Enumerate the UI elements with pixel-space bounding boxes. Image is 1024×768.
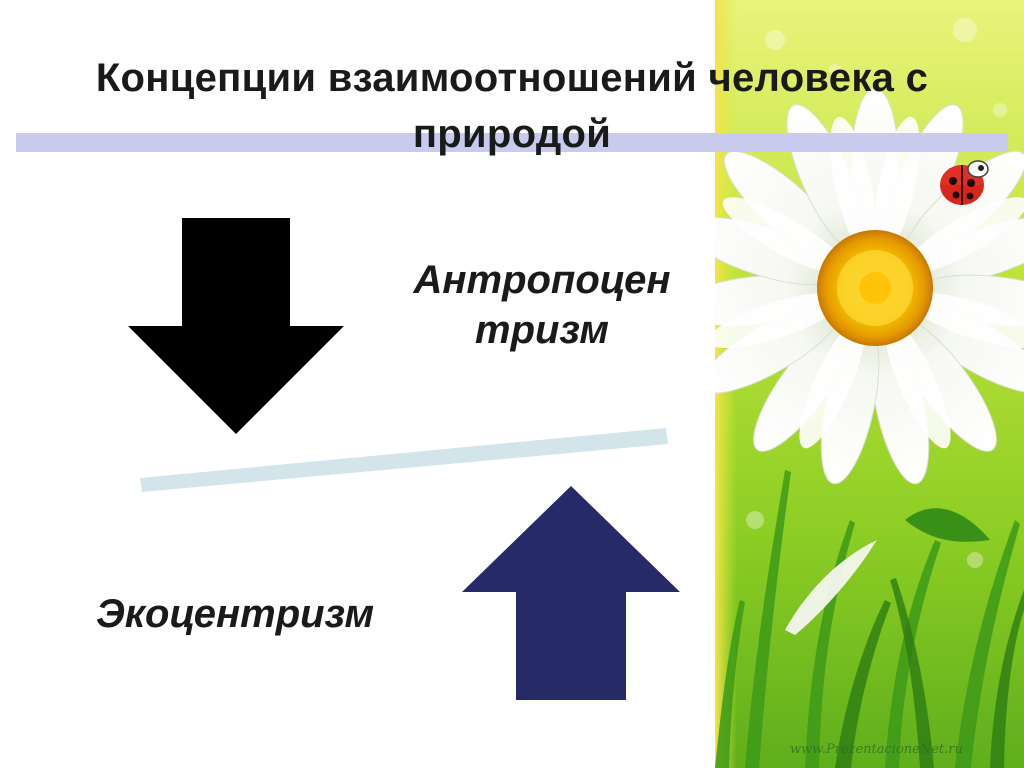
ladybug-icon (940, 160, 989, 205)
ecocentrism-label: Экоцентризм (96, 592, 375, 636)
anthropocentrism-label-line-2: тризм (475, 308, 609, 352)
anthropocentrism-label-line-1: Антропоцен (413, 258, 671, 302)
arrow-up-icon (462, 486, 680, 700)
anthropocentrism-label: Антропоцен тризм (382, 255, 702, 355)
slide-title-line-1: Концепции взаимоотношений человека с (95, 56, 929, 100)
watermark: www.PrezentacioneNet.ru (790, 742, 963, 757)
slide-title: Концепции взаимоотношений человека с при… (20, 50, 1004, 162)
arrow-down-icon (128, 218, 344, 434)
divider-line (140, 428, 668, 492)
title-underline-bar (16, 133, 1008, 152)
slide-title-line-2: природой (412, 112, 612, 156)
daisy-decoration-panel (715, 0, 1024, 768)
